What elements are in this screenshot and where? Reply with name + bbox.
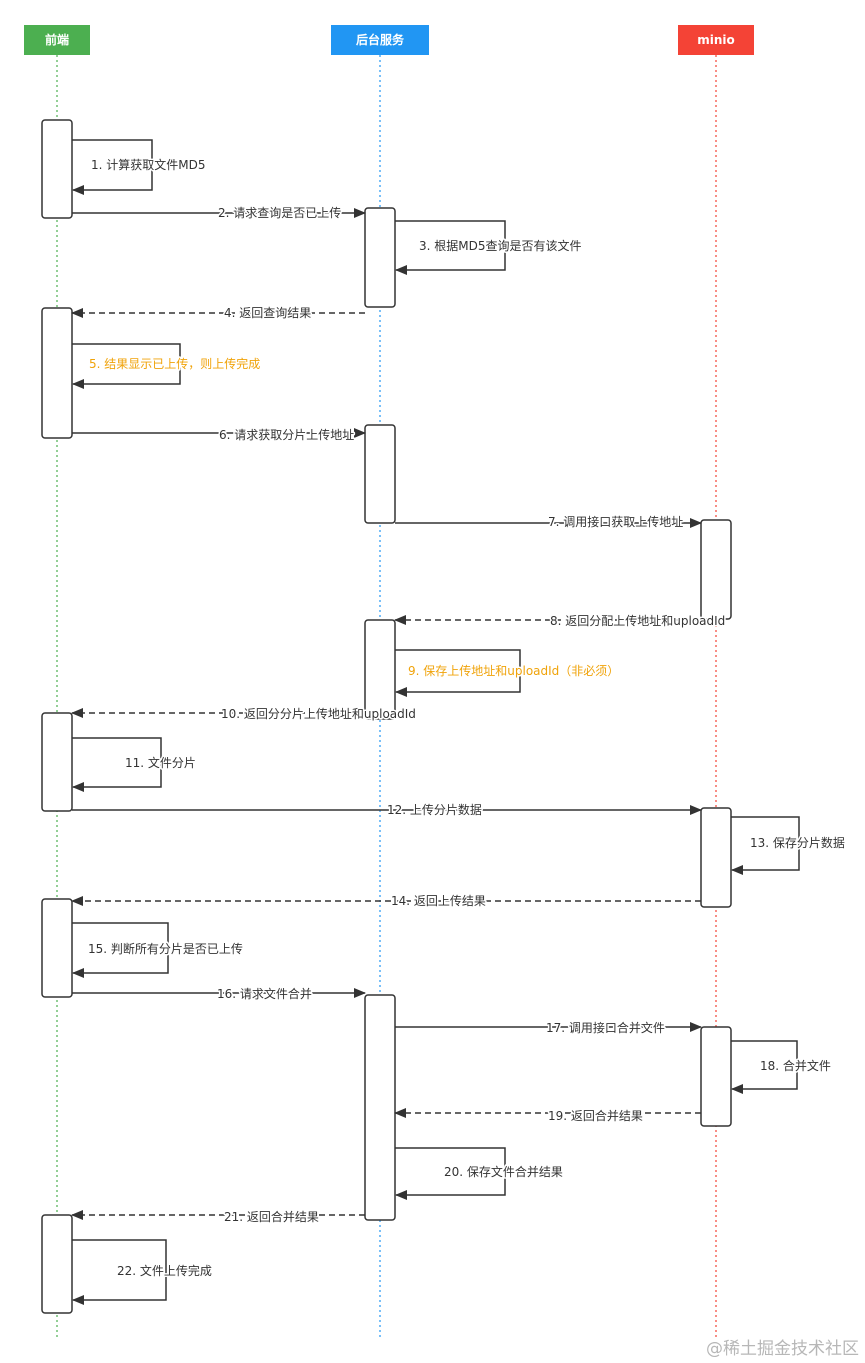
message-label-13: 13. 保存分片数据 (750, 835, 845, 850)
activation-bar-11 (700, 1026, 732, 1127)
watermark: @稀土掘金技术社区 (706, 1339, 859, 1359)
message-label-4: 4. 返回查询结果 (224, 306, 311, 320)
message-label-12: 12. 上传分片数据 (387, 802, 482, 817)
message-label-16: 16. 请求文件合并 (217, 986, 312, 1001)
message-arrow-18 (731, 1040, 798, 1094)
participant-header-fe (24, 25, 90, 55)
message-arrow-3 (395, 220, 506, 275)
message-label-7: 7. 调用接口获取上传地址 (548, 514, 683, 529)
message-label-1: 1. 计算获取文件MD5 (91, 157, 206, 172)
message-label-22: 22. 文件上传完成 (117, 1263, 212, 1278)
message-label-3: 3. 根据MD5查询是否有该文件 (419, 238, 582, 253)
activation-bar-5 (700, 519, 732, 620)
activation-bar-3 (41, 307, 73, 439)
message-label-10: 10. 返回分分片上传地址和uploadId (221, 706, 416, 721)
activation-bar-7 (41, 712, 73, 812)
message-arrow-13 (731, 816, 800, 875)
message-arrow-15 (72, 922, 169, 978)
participant-label-be: 后台服务 (356, 32, 405, 47)
message-label-14: 14. 返回上传结果 (391, 893, 486, 908)
message-arrow-5 (72, 343, 181, 389)
message-label-19: 19. 返回合并结果 (548, 1108, 643, 1123)
message-label-21: 21. 返回合并结果 (224, 1209, 319, 1224)
message-label-8: 8. 返回分配上传地址和uploadId (550, 613, 725, 628)
activation-bar-9 (41, 898, 73, 998)
participant-header-mn (678, 25, 754, 55)
message-label-18: 18. 合并文件 (760, 1058, 831, 1073)
message-label-20: 20. 保存文件合并结果 (444, 1164, 563, 1179)
participant-label-mn: minio (697, 33, 735, 47)
message-label-6: 6. 请求获取分片上传地址 (219, 427, 354, 442)
message-label-5: 5. 结果显示已上传，则上传完成 (89, 356, 260, 371)
participant-label-fe: 前端 (45, 32, 69, 47)
activation-bar-6 (364, 619, 396, 720)
message-arrow-1 (72, 139, 153, 195)
message-label-15: 15. 判断所有分片是否已上传 (88, 941, 243, 956)
message-arrow-11 (72, 737, 162, 792)
message-label-11: 11. 文件分片 (125, 755, 196, 770)
activation-bar-10 (364, 994, 396, 1221)
message-arrow-22 (72, 1239, 167, 1305)
activation-bar-4 (364, 424, 396, 524)
activation-bar-2 (364, 207, 396, 308)
activation-bar-12 (41, 1214, 73, 1314)
participant-header-be (331, 25, 429, 55)
message-arrow-20 (395, 1147, 506, 1200)
message-label-2: 2. 请求查询是否已上传 (218, 205, 341, 220)
message-label-17: 17. 调用接口合并文件 (546, 1020, 665, 1035)
message-arrow-9 (395, 649, 521, 697)
activation-bar-1 (41, 119, 73, 219)
message-label-9: 9. 保存上传地址和uploadId（非必须） (408, 663, 619, 678)
activation-bar-8 (700, 807, 732, 908)
